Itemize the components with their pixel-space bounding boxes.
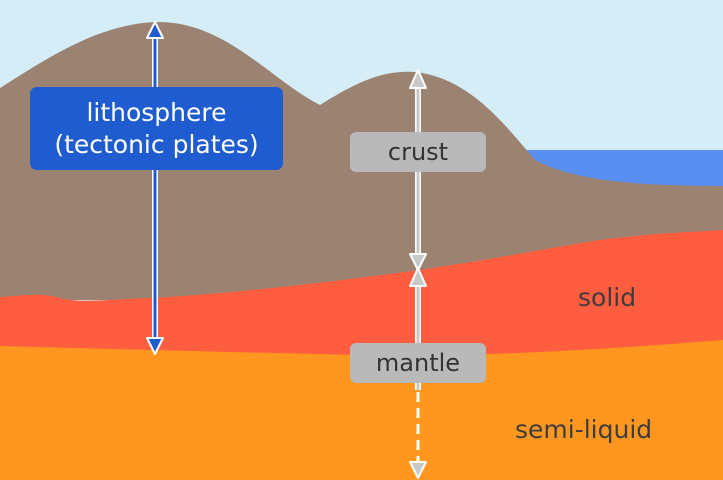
- lithosphere-arrow: [146, 21, 164, 355]
- lithosphere-label-line2: (tectonic plates): [54, 129, 259, 159]
- semi-liquid-label: semi-liquid: [515, 415, 653, 444]
- crust-label-text: crust: [387, 138, 449, 166]
- crust-label: crust: [350, 132, 486, 172]
- lithosphere-label: lithosphere (tectonic plates): [30, 87, 283, 170]
- solid-label: solid: [578, 283, 637, 312]
- semi-liquid-mantle-layer: [0, 340, 723, 480]
- mantle-label: mantle: [350, 343, 486, 383]
- lithosphere-label-line1: lithosphere: [86, 98, 227, 128]
- mantle-label-text: mantle: [375, 349, 461, 377]
